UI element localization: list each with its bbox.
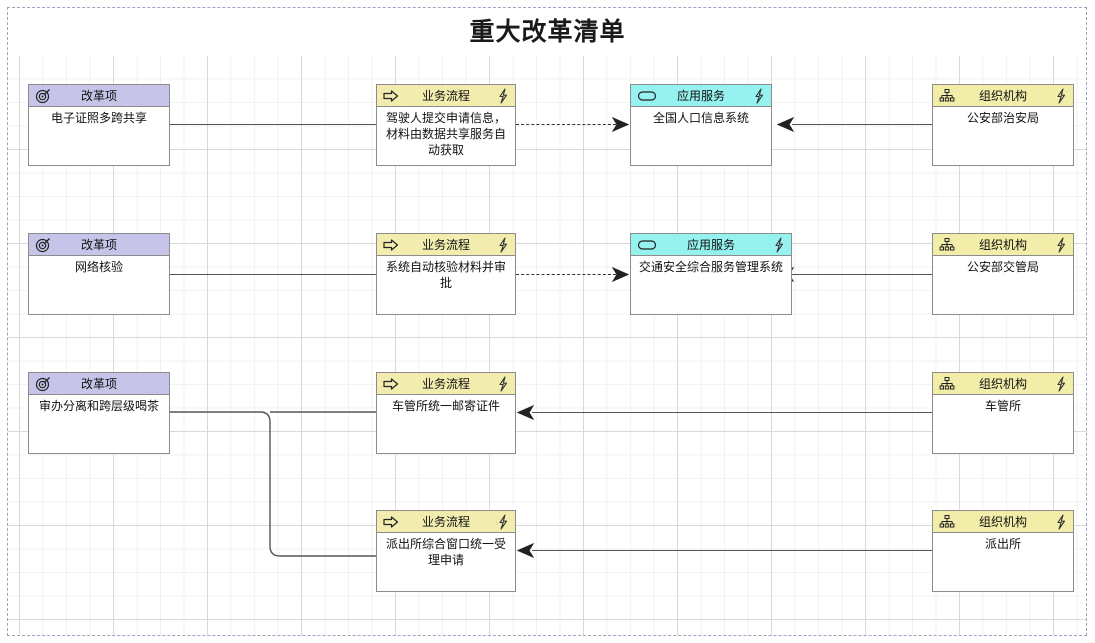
connector-row3-org-process bbox=[532, 412, 932, 413]
node-name-process-2: 系统自动核验材料并审批 bbox=[385, 260, 506, 290]
node-name-org-1: 公安部治安局 bbox=[966, 111, 1039, 125]
node-name-reform-1: 电子证照多跨共享 bbox=[50, 111, 147, 125]
node-header-process-3: 业务流程 bbox=[377, 373, 515, 395]
node-type-label: 组织机构 bbox=[978, 237, 1027, 252]
node-process-3[interactable]: 业务流程 车管所统一邮寄证件 bbox=[376, 372, 516, 454]
node-type-label: 组织机构 bbox=[978, 514, 1027, 529]
lightning-icon bbox=[1055, 514, 1068, 530]
node-header-service-2: 应用服务 bbox=[631, 234, 791, 256]
node-type-label: 业务流程 bbox=[421, 514, 470, 529]
node-org-1[interactable]: 组织机构 公安部治安局 bbox=[932, 84, 1074, 166]
node-process-1[interactable]: 业务流程 驾驶人提交申请信息，材料由数据共享服务自动获取 bbox=[376, 84, 516, 166]
node-process-2[interactable]: 业务流程 系统自动核验材料并审批 bbox=[376, 233, 516, 315]
node-reform-2[interactable]: 改革项 网络核验 bbox=[28, 233, 170, 315]
node-header-service-1: 应用服务 bbox=[631, 85, 771, 107]
node-type-label: 应用服务 bbox=[676, 88, 725, 103]
node-header-reform-3: 改革项 bbox=[29, 373, 169, 395]
node-org-2[interactable]: 组织机构 公安部交管局 bbox=[932, 233, 1074, 315]
connector-row2-process-service bbox=[516, 274, 616, 275]
node-type-label: 改革项 bbox=[80, 88, 117, 103]
node-header-org-3: 组织机构 bbox=[933, 373, 1073, 395]
node-type-label: 应用服务 bbox=[686, 237, 735, 252]
lightning-icon bbox=[497, 237, 510, 253]
connector-row4-org-process bbox=[532, 550, 932, 551]
node-name-reform-3: 审办分离和跨层级喝茶 bbox=[38, 399, 159, 413]
arrow-right-icon bbox=[383, 237, 399, 253]
connector-row1-process-service bbox=[516, 124, 616, 125]
node-name-process-1: 驾驶人提交申请信息，材料由数据共享服务自动获取 bbox=[385, 111, 506, 157]
node-name-process-3: 车管所统一邮寄证件 bbox=[391, 399, 500, 413]
arrowhead-row2-service bbox=[611, 266, 630, 283]
node-process-4[interactable]: 业务流程 派出所综合窗口统一受理申请 bbox=[376, 510, 516, 592]
lightning-icon bbox=[1055, 237, 1068, 253]
arrowhead-row1-service bbox=[611, 116, 630, 133]
arrowhead-row4-process bbox=[516, 542, 535, 559]
arrow-right-icon bbox=[383, 514, 399, 530]
node-header-org-1: 组织机构 bbox=[933, 85, 1073, 107]
node-reform-1[interactable]: 改革项 电子证照多跨共享 bbox=[28, 84, 170, 166]
org-chart-icon bbox=[939, 88, 955, 104]
node-type-label: 业务流程 bbox=[421, 237, 470, 252]
node-name-org-4: 派出所 bbox=[984, 537, 1021, 551]
node-header-org-4: 组织机构 bbox=[933, 511, 1073, 533]
node-type-label: 业务流程 bbox=[421, 376, 470, 391]
lightning-icon bbox=[1055, 88, 1068, 104]
node-name-org-2: 公安部交管局 bbox=[966, 260, 1039, 274]
connector-row1-org-service bbox=[792, 124, 932, 125]
target-icon bbox=[35, 237, 51, 253]
node-name-process-4: 派出所综合窗口统一受理申请 bbox=[385, 537, 506, 567]
lightning-icon bbox=[497, 88, 510, 104]
node-reform-3[interactable]: 改革项 审办分离和跨层级喝茶 bbox=[28, 372, 170, 454]
org-chart-icon bbox=[939, 376, 955, 392]
lightning-icon bbox=[497, 514, 510, 530]
org-chart-icon bbox=[939, 237, 955, 253]
page-title: 重大改革清单 bbox=[469, 17, 626, 46]
node-header-org-2: 组织机构 bbox=[933, 234, 1073, 256]
node-name-reform-2: 网络核验 bbox=[74, 260, 123, 274]
node-type-label: 改革项 bbox=[80, 376, 117, 391]
arrow-right-icon bbox=[383, 88, 399, 104]
connector-row2-org-service bbox=[792, 274, 932, 275]
node-type-label: 改革项 bbox=[80, 237, 117, 252]
node-name-service-1: 全国人口信息系统 bbox=[652, 111, 749, 125]
node-header-process-4: 业务流程 bbox=[377, 511, 515, 533]
lightning-icon bbox=[1055, 376, 1068, 392]
lightning-icon bbox=[753, 88, 766, 104]
rounded-rect-icon bbox=[637, 237, 657, 253]
arrowhead-row1-org-service bbox=[776, 116, 795, 133]
node-header-reform-2: 改革项 bbox=[29, 234, 169, 256]
node-header-reform-1: 改革项 bbox=[29, 85, 169, 107]
node-service-1[interactable]: 应用服务 全国人口信息系统 bbox=[630, 84, 772, 166]
node-type-label: 业务流程 bbox=[421, 88, 470, 103]
node-org-4[interactable]: 组织机构 派出所 bbox=[932, 510, 1074, 592]
node-name-service-2: 交通安全综合服务管理系统 bbox=[638, 260, 783, 274]
org-chart-icon bbox=[939, 514, 955, 530]
connector-row2-reform-process bbox=[170, 274, 376, 275]
target-icon bbox=[35, 376, 51, 392]
lightning-icon bbox=[773, 237, 786, 253]
connector-row3-reform-branch bbox=[168, 411, 383, 557]
node-type-label: 组织机构 bbox=[978, 376, 1027, 391]
node-org-3[interactable]: 组织机构 车管所 bbox=[932, 372, 1074, 454]
node-header-process-2: 业务流程 bbox=[377, 234, 515, 256]
arrowhead-row3-process bbox=[516, 404, 535, 421]
connector-row1-reform-process bbox=[170, 124, 376, 125]
arrow-right-icon bbox=[383, 376, 399, 392]
node-type-label: 组织机构 bbox=[978, 88, 1027, 103]
grid-background bbox=[8, 56, 1087, 636]
node-header-process-1: 业务流程 bbox=[377, 85, 515, 107]
node-service-2[interactable]: 应用服务 交通安全综合服务管理系统 bbox=[630, 233, 792, 315]
target-icon bbox=[35, 88, 51, 104]
rounded-rect-icon bbox=[637, 88, 657, 104]
lightning-icon bbox=[497, 376, 510, 392]
node-name-org-3: 车管所 bbox=[984, 399, 1021, 413]
